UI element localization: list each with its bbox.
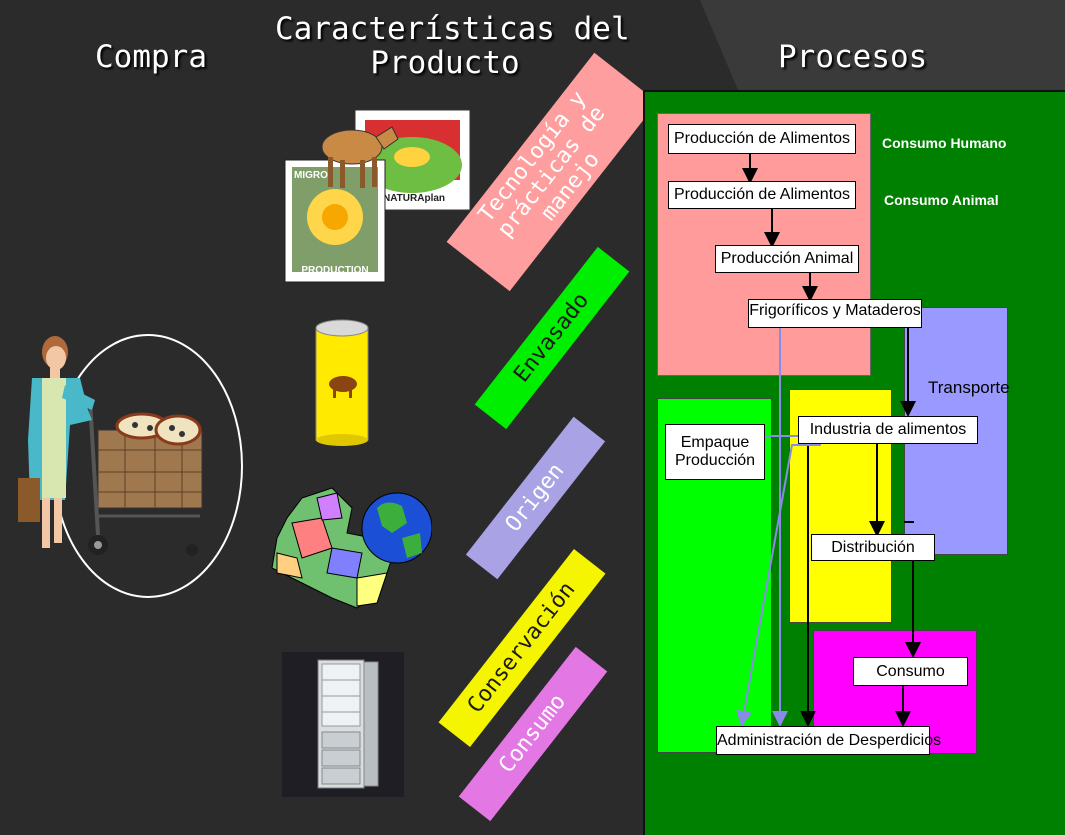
naturaplan-label: NATURAplan [383, 193, 445, 204]
box-distribucion: Distribución [811, 534, 935, 561]
heading-caracteristicas: Características del Producto [275, 11, 630, 81]
shopper-illustration [18, 334, 243, 598]
europe-map-image [271, 487, 432, 609]
label-consumo-animal: Consumo Animal [884, 192, 999, 208]
can-image [315, 319, 369, 446]
shopping-cart-icon [88, 399, 203, 556]
heading-caracteristicas-line1: Características del [275, 11, 630, 47]
woman-figure-icon [18, 336, 95, 548]
refrigerator-image [282, 652, 404, 797]
label-transporte: Transporte [928, 378, 1010, 397]
box-empaque: Empaque Producción [665, 424, 765, 480]
heading-compra: Compra [95, 39, 207, 75]
cow-icon [321, 126, 399, 188]
label-consumo-humano: Consumo Humano [882, 135, 1007, 151]
box-frigorificos: Frigoríficos y Mataderos [748, 299, 922, 328]
globe-icon [361, 492, 432, 564]
box-produccion-alimentos-humano: Producción de Alimentos [668, 124, 856, 154]
box-produccion-animal: Producción Animal [715, 245, 859, 273]
heading-procesos: Procesos [778, 39, 928, 75]
production-label: PRODUCTION [301, 265, 368, 276]
box-empaque-label: Empaque Producción [675, 434, 756, 469]
box-produccion-alimentos-animal: Producción de Alimentos [668, 181, 856, 209]
eco-labels-image: NATURAplan MIGRO PRODUCTION [284, 109, 471, 283]
heading-caracteristicas-line2: Producto [370, 45, 520, 81]
box-desperdicios: Administración de Desperdicios [716, 726, 941, 755]
migros-label: MIGRO [294, 170, 328, 181]
box-consumo: Consumo [853, 657, 968, 686]
box-industria: Industria de alimentos [798, 416, 978, 444]
